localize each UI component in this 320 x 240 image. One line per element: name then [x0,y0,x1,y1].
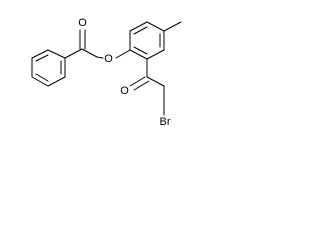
atom-ketone-oxygen: O [119,84,130,97]
chemical-structure-diagram: O O O Br [0,0,225,144]
bond [129,49,148,60]
bond [47,49,66,59]
bond [64,48,83,59]
bond [35,54,49,62]
atom-label: Br [160,116,171,128]
methyl-bond [163,21,182,32]
bond [31,49,49,59]
bond [47,76,66,87]
atom-label: O [104,53,113,65]
bond [96,56,104,59]
atom-label: O [78,17,87,29]
bond [35,73,49,82]
atom-bromine: Br [157,115,173,128]
bond [133,26,148,35]
bond [81,48,98,58]
bond [31,76,49,87]
atom-label: O [120,85,129,97]
atom-ester-carbonyl-oxygen: O [77,16,88,29]
benzoyl-phenyl-ring [31,49,66,87]
atom-ester-oxygen: O [103,52,114,65]
bond [133,46,148,55]
structure-canvas: O O O Br [31,16,182,128]
bond [146,76,165,87]
bond [115,49,131,59]
bond [129,21,148,32]
bond [129,76,146,87]
aryl-ring [129,21,165,60]
bond [133,80,150,91]
bond [146,21,165,32]
bond [146,49,165,60]
